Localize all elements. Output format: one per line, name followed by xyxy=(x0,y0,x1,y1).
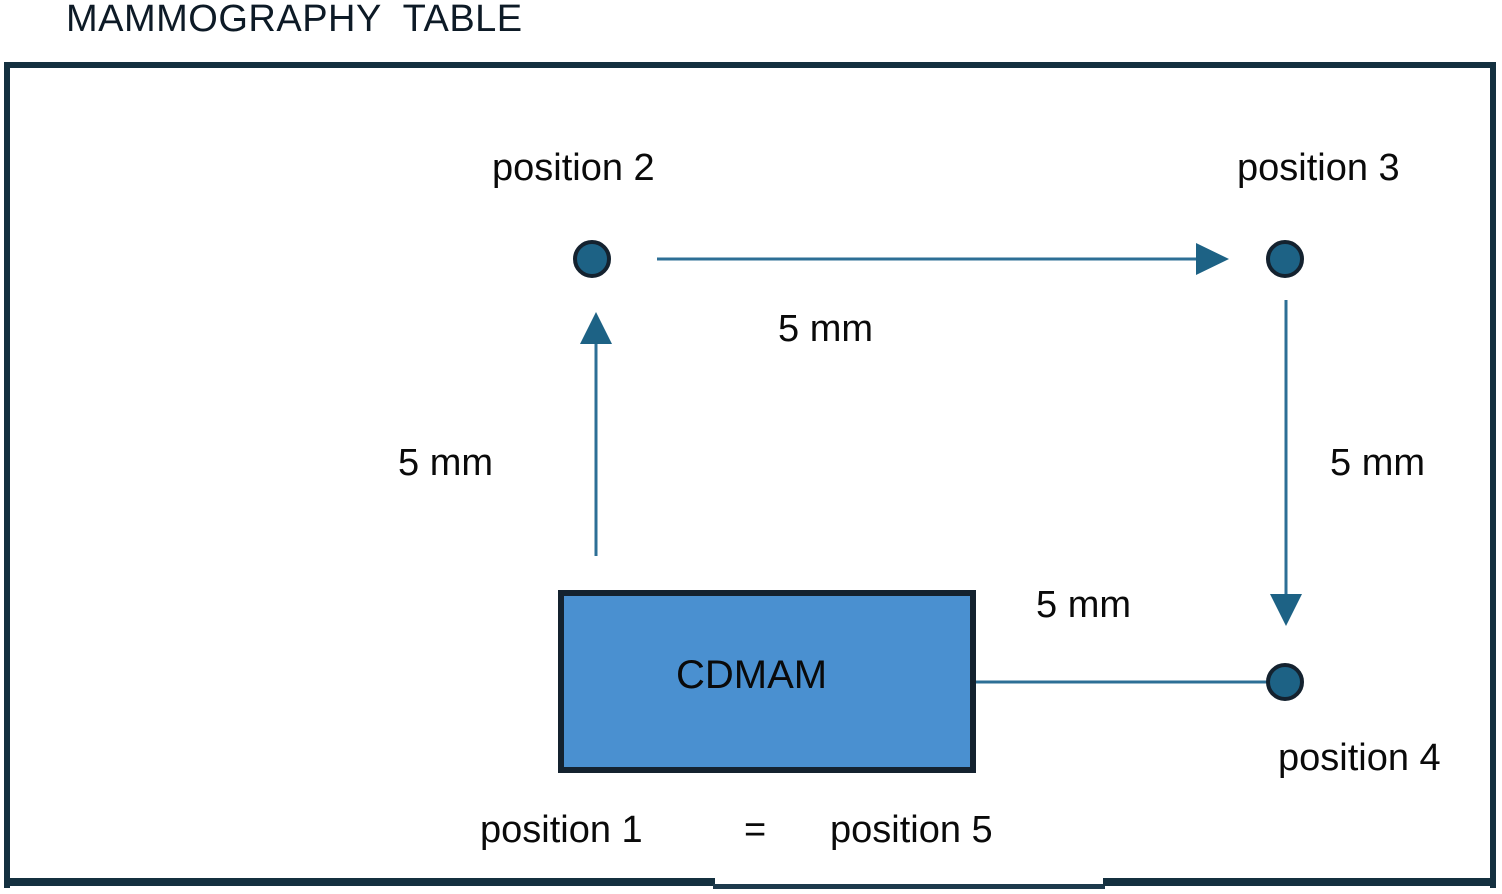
equation-operator: = xyxy=(744,809,767,851)
cdmam-label: CDMAM xyxy=(676,653,828,697)
table-frame-bottom-right-segment xyxy=(1103,878,1496,886)
page-title: MAMMOGRAPHY TABLE xyxy=(66,0,523,40)
distance-label-top: 5 mm xyxy=(778,308,873,350)
position-4-marker[interactable] xyxy=(1266,663,1304,701)
cdmam-phantom-block xyxy=(558,590,976,773)
position-5-label: position 5 xyxy=(830,809,993,851)
distance-label-left: 5 mm xyxy=(398,442,493,484)
table-frame-bottom-middle-segment xyxy=(713,884,1105,889)
position-4-label: position 4 xyxy=(1278,737,1441,779)
table-frame-bottom-left-segment xyxy=(4,878,715,886)
position-2-marker[interactable] xyxy=(573,240,611,278)
position-3-label: position 3 xyxy=(1237,147,1400,189)
position-3-marker[interactable] xyxy=(1266,240,1304,278)
position-1-label: position 1 xyxy=(480,809,643,851)
distance-label-right: 5 mm xyxy=(1330,442,1425,484)
distance-label-bottom: 5 mm xyxy=(1036,584,1131,626)
position-2-label: position 2 xyxy=(492,147,655,189)
